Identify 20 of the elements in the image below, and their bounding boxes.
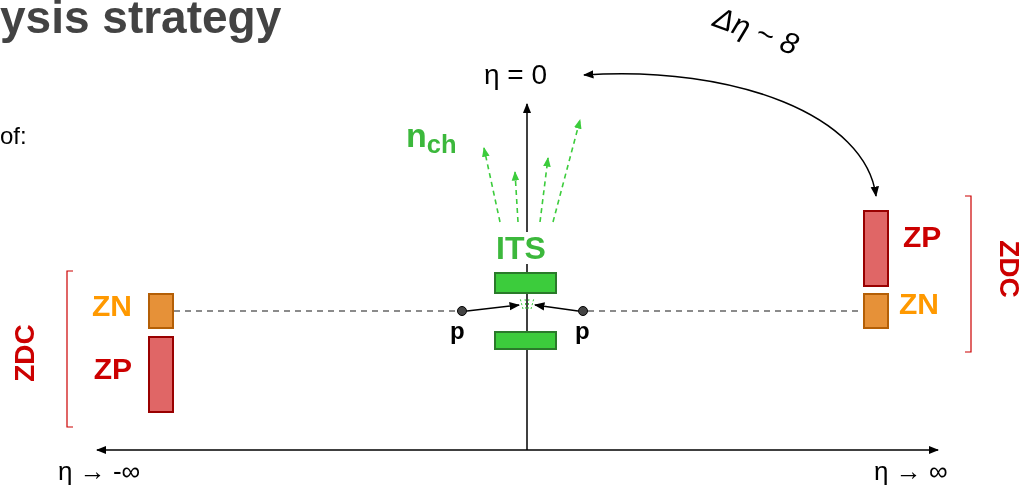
axis-label: η = 0 [484,58,570,92]
axis-label: η → ∞ [874,455,948,488]
arrow [533,302,579,312]
detector-label: ZDC [992,240,1023,298]
arrow [466,301,521,312]
detector-label: ITS [496,232,546,264]
axis-label: η → -∞ [58,455,141,488]
component-label: p [575,319,590,343]
arrow [582,70,878,197]
component-label: ZP [903,222,942,252]
text-fragment: of: [0,121,27,151]
detector-bar [494,272,557,294]
component-label: ZN [92,291,132,321]
component-label: ZP [93,354,132,384]
beam-line [173,310,458,312]
detector-bar [494,331,557,350]
detector-label: ZDC [7,324,41,382]
particle-label: n$_{ch}$ [406,118,457,152]
component-label: p [450,319,465,343]
component-label: ZN [899,289,939,319]
